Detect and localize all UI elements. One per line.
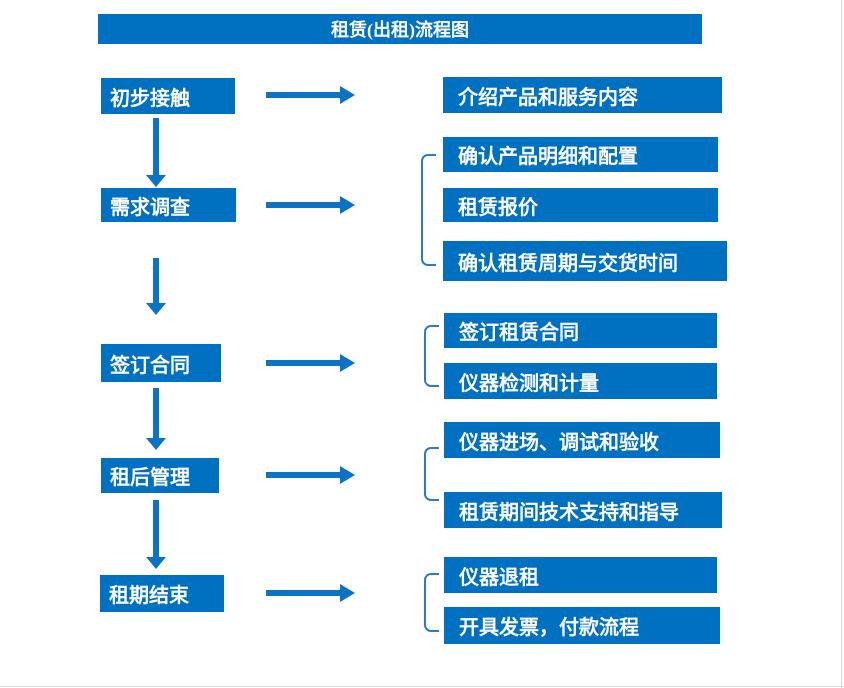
step-box-3: 签订合同 (101, 344, 221, 382)
arrow-down-4-shaft (153, 500, 159, 557)
detail-box-5-2: 开具发票，付款流程 (444, 607, 720, 644)
step-box-2: 需求调查 (101, 188, 236, 222)
bottom-edge-line (0, 686, 844, 687)
arrow-right-3-icon (340, 354, 355, 372)
detail-box-2-1: 确认产品明细和配置 (443, 137, 718, 172)
title-bar: 租赁(出租)流程图 (98, 14, 702, 44)
arrow-right-1-shaft (266, 92, 340, 98)
detail-box-4-1: 仪器进场、调试和验收 (444, 422, 720, 458)
arrow-down-1-shaft (153, 118, 159, 175)
arrow-right-2-shaft (266, 202, 340, 208)
arrow-right-5-shaft (266, 590, 340, 596)
right-edge-line (841, 0, 842, 688)
bracket-5 (424, 573, 439, 632)
bracket-4 (424, 447, 439, 501)
arrow-right-4-shaft (266, 472, 340, 478)
arrow-down-3-icon (146, 438, 166, 450)
arrow-down-4-icon (146, 557, 166, 569)
step-box-4: 租后管理 (101, 458, 219, 493)
arrow-down-2-icon (146, 303, 166, 315)
detail-box-2-3: 确认租赁周期与交货时间 (443, 241, 727, 281)
detail-box-2-2: 租赁报价 (443, 188, 718, 222)
arrow-right-5-icon (340, 584, 355, 602)
arrow-right-4-icon (340, 466, 355, 484)
flowchart-title: 租赁(出租)流程图 (331, 20, 469, 40)
arrow-down-3-shaft (153, 388, 159, 438)
detail-box-4-2: 租赁期间技术支持和指导 (444, 492, 722, 528)
detail-box-3-1: 签订租赁合同 (444, 313, 717, 348)
arrow-down-2-shaft (153, 258, 159, 303)
arrow-right-3-shaft (266, 360, 340, 366)
detail-box-1-1: 介绍产品和服务内容 (443, 77, 722, 113)
arrow-right-1-icon (340, 86, 355, 104)
arrow-down-1-icon (146, 175, 166, 187)
step-box-1: 初步接触 (101, 78, 235, 114)
step-box-5: 租期结束 (100, 575, 224, 612)
detail-box-3-2: 仪器检测和计量 (444, 363, 717, 399)
bracket-3 (424, 325, 439, 387)
detail-box-5-1: 仪器退租 (444, 557, 717, 593)
bracket-2 (421, 154, 436, 266)
arrow-right-2-icon (340, 196, 355, 214)
